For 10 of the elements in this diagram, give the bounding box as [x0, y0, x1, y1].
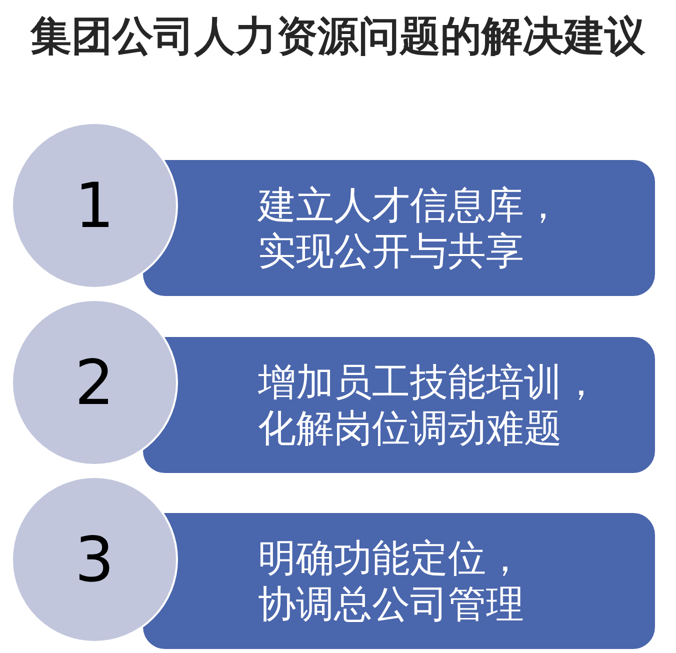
suggestion-banner — [143, 513, 655, 649]
suggestion-text: 建立人才信息库，实现公开与共享 — [258, 183, 562, 273]
suggestion-banner — [143, 160, 655, 296]
title: 集团公司人力资源问题的解决建议 — [30, 12, 646, 60]
step-number: 2 — [74, 352, 114, 414]
step-number: 1 — [74, 174, 114, 236]
suggestion-text: 明确功能定位，协调总公司管理 — [258, 536, 524, 626]
suggestion-banner — [143, 337, 655, 473]
suggestion-text: 增加员工技能培训，化解岗位调动难题 — [258, 360, 600, 450]
step-number: 3 — [74, 528, 114, 590]
